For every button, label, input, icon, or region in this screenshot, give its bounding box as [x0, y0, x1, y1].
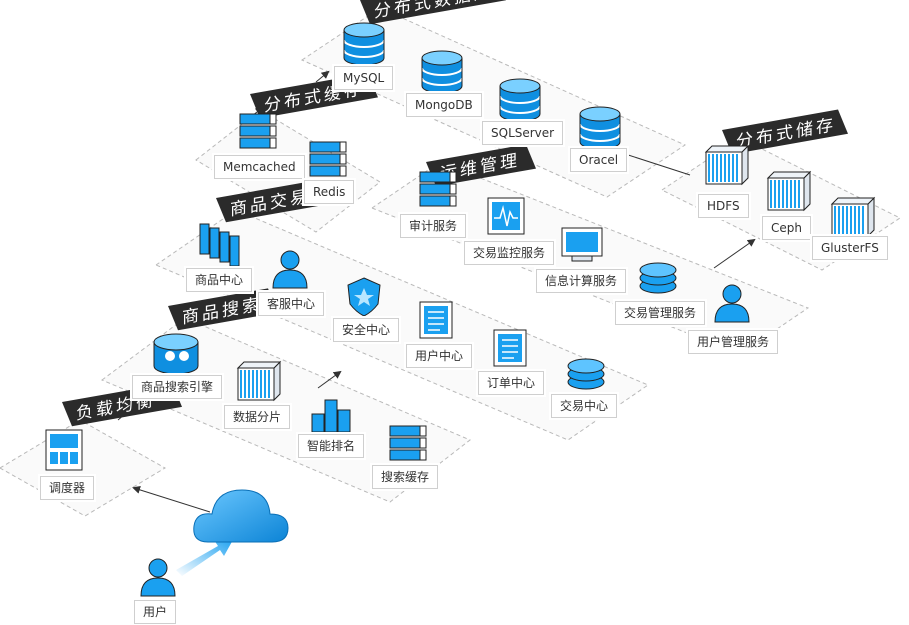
label-mysql: MySQL: [334, 66, 394, 90]
layer-lb-platform: [0, 419, 166, 517]
data-shard-icon: [237, 361, 281, 401]
ceph-icon: [767, 171, 811, 211]
layer-title-db: 分布式数据库: [374, 0, 494, 22]
arrow-search-to-trade: [317, 370, 342, 389]
ribbon-db: 分布式数据库: [360, 0, 506, 25]
label-redis: Redis: [304, 180, 355, 204]
trade-mgmt-icon: [639, 262, 677, 294]
search-cache-icon: [389, 425, 427, 461]
label-search-engine: 商品搜索引擎: [132, 375, 223, 399]
arrow-cache-to-db: [315, 70, 330, 83]
arrow-ops-to-storage: [713, 238, 756, 269]
info-compute-icon: [561, 227, 603, 262]
redis-icon: [309, 141, 347, 177]
cloud-icon: [193, 489, 289, 543]
label-sqlserver: SQLServer: [482, 121, 564, 145]
label-user-center: 用户中心: [406, 344, 473, 368]
label-trade-center: 交易中心: [551, 394, 618, 418]
label-order-center: 订单中心: [478, 371, 545, 395]
label-memcached: Memcached: [214, 155, 305, 179]
trade-monitor-icon: [487, 197, 525, 235]
scheduler-icon: [45, 429, 83, 471]
label-glusterfs: GlusterFS: [812, 236, 888, 260]
mongodb-icon: [421, 50, 463, 94]
order-center-icon: [493, 329, 527, 367]
user-icon: [140, 558, 176, 597]
audit-icon: [419, 171, 457, 207]
user-center-icon: [419, 301, 453, 339]
label-cs-center: 客服中心: [258, 292, 325, 316]
memcached-icon: [239, 113, 277, 149]
label-scheduler: 调度器: [40, 476, 95, 500]
label-ceph: Ceph: [762, 216, 811, 240]
label-mongodb: MongoDB: [406, 93, 482, 117]
oracle-icon: [579, 106, 621, 150]
label-smart-rank: 智能排名: [298, 434, 365, 458]
label-trade-monitor: 交易监控服务: [464, 241, 555, 265]
search-engine-icon: [153, 333, 199, 375]
sqlserver-icon: [499, 78, 541, 122]
label-info-compute: 信息计算服务: [536, 269, 627, 293]
label-trade-mgmt: 交易管理服务: [615, 301, 706, 325]
label-user-mgmt: 用户管理服务: [688, 330, 779, 354]
label-user: 用户: [134, 600, 177, 624]
label-hdfs: HDFS: [698, 194, 749, 218]
label-security-center: 安全中心: [333, 318, 400, 342]
label-data-shard: 数据分片: [224, 405, 291, 429]
arrow-cloud-to-lb: [132, 485, 211, 513]
label-audit: 审计服务: [400, 214, 467, 238]
label-search-cache: 搜索缓存: [372, 465, 439, 489]
trade-center-icon: [567, 358, 605, 390]
label-oracle: Oracel: [570, 148, 628, 172]
glusterfs-icon: [831, 197, 875, 237]
arrow-user-to-cloud: [176, 538, 234, 576]
line-db-to-storage: [621, 152, 691, 176]
label-product-center: 商品中心: [186, 268, 253, 292]
hdfs-icon: [705, 145, 749, 185]
mysql-icon: [343, 22, 385, 66]
